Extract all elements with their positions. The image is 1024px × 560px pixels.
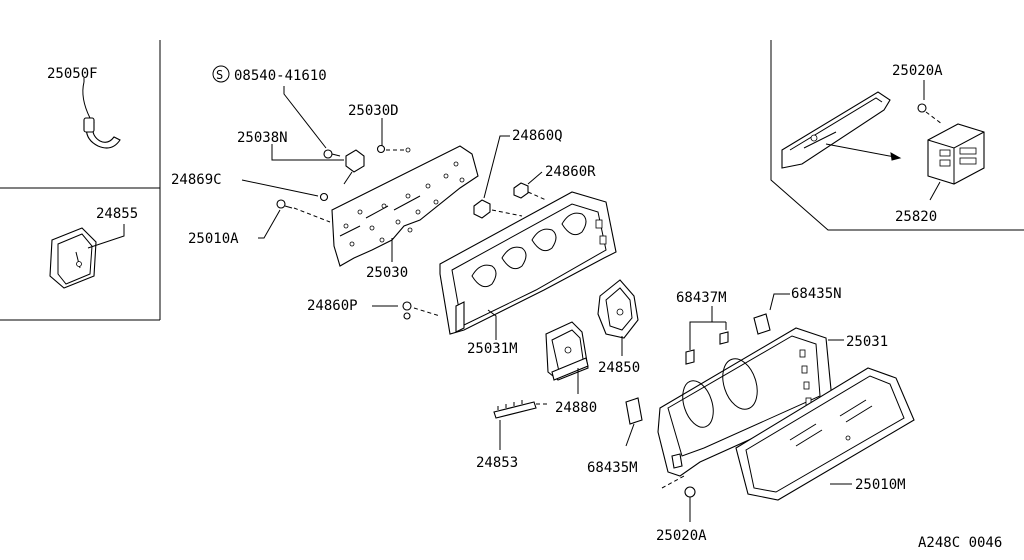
callout-25038N: 25038N [237, 130, 288, 146]
diagram-code: A248C 0046 [918, 535, 1002, 551]
socket-25038N[interactable] [343, 149, 365, 185]
callout-24853: 24853 [476, 455, 518, 471]
callout-24880: 24880 [555, 400, 597, 416]
harness-clip-25050F[interactable] [82, 81, 121, 149]
callout-25820: 25820 [895, 209, 937, 225]
callout-25010A: 25010A [188, 231, 239, 247]
callout-24869C: 24869C [171, 172, 222, 188]
callout-24860Q: 24860Q [512, 128, 563, 144]
bulb-24860Q[interactable] [473, 199, 491, 219]
screw-08540[interactable] [323, 149, 341, 159]
callout-24850: 24850 [598, 360, 640, 376]
callout-25020A-bottom: 25020A [656, 528, 707, 544]
callout-25010M: 25010M [855, 477, 906, 493]
dash-panel-inset [781, 91, 891, 169]
temp-gauge-24880[interactable] [545, 321, 589, 381]
callout-68435M: 68435M [587, 460, 638, 476]
callout-25031M: 25031M [467, 341, 518, 357]
bulb-24869C[interactable] [319, 192, 329, 202]
screw-08540-41610-label: S [212, 65, 230, 83]
screw-25020A-top[interactable] [917, 103, 927, 113]
clip-68435N[interactable] [753, 313, 771, 335]
bulb-24860R[interactable] [513, 182, 529, 199]
callout-24855: 24855 [96, 206, 138, 222]
bracket-68437M[interactable] [685, 331, 729, 365]
callout-24860P: 24860P [307, 298, 358, 314]
screw-25020A-bottom[interactable] [684, 486, 696, 506]
callout-68437M: 68437M [676, 290, 727, 306]
harness-strip-24853[interactable] [493, 400, 548, 419]
unit-24855[interactable] [49, 227, 97, 289]
callout-25020A-top: 25020A [892, 63, 943, 79]
clip-68435M[interactable] [625, 397, 643, 425]
frame-lines [0, 40, 1024, 321]
callout-25030D: 25030D [348, 103, 399, 119]
case-25031M[interactable] [439, 191, 617, 335]
callout-68435N: 68435N [791, 286, 842, 302]
mask-25031[interactable] [657, 327, 833, 477]
standard-part-symbol: S [216, 68, 223, 82]
callout-08540-41610: 08540-41610 [234, 68, 327, 84]
callout-25031: 25031 [846, 334, 888, 350]
printed-circuit-25030[interactable] [331, 145, 479, 267]
bulb-24860P[interactable] [402, 301, 412, 320]
callout-25030: 25030 [366, 265, 408, 281]
callout-25050F: 25050F [47, 66, 98, 82]
bulb-25010A[interactable] [276, 199, 293, 209]
lens-25010M[interactable] [735, 367, 915, 501]
screw-25030D[interactable] [376, 144, 411, 154]
fuel-gauge-24850[interactable] [597, 279, 639, 339]
callout-24860R: 24860R [545, 164, 596, 180]
control-unit-25820[interactable] [927, 123, 985, 185]
